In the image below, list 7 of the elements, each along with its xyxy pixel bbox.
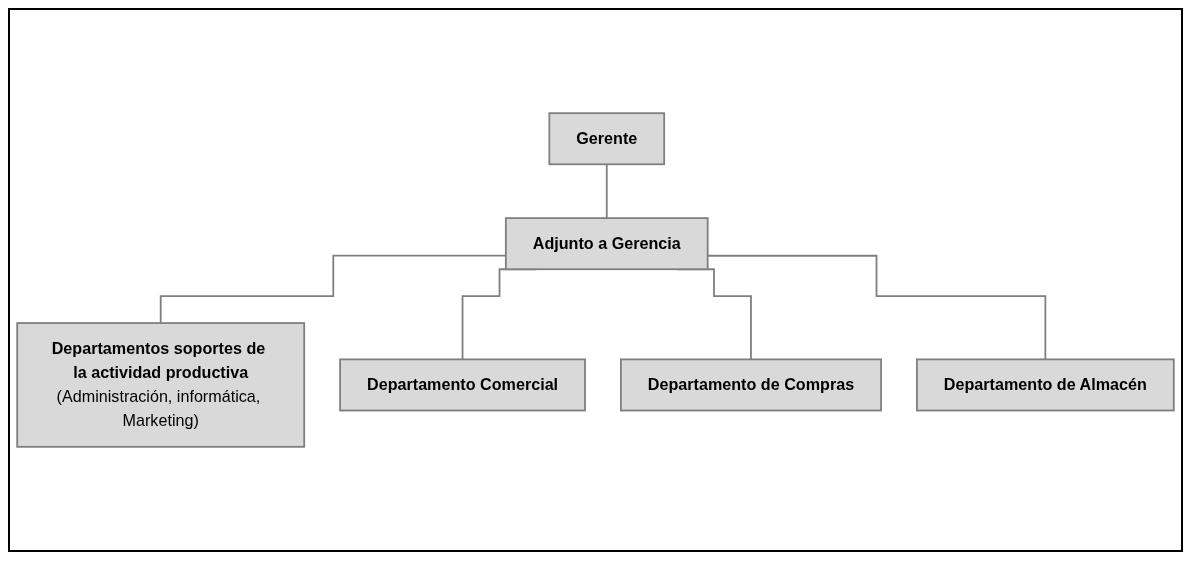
node-box: Departamento de Compras bbox=[620, 358, 882, 412]
node-box: Gerente bbox=[548, 112, 666, 166]
node-box: Departamentos soportes de la actividad productiva (Administración, informática, Marketing) bbox=[16, 322, 306, 448]
node-box: Departamento Comercial bbox=[339, 358, 586, 412]
node-box: Departamento de Almacén bbox=[916, 358, 1175, 412]
node-box: Adjunto a Gerencia bbox=[504, 217, 709, 271]
connector bbox=[605, 163, 608, 219]
